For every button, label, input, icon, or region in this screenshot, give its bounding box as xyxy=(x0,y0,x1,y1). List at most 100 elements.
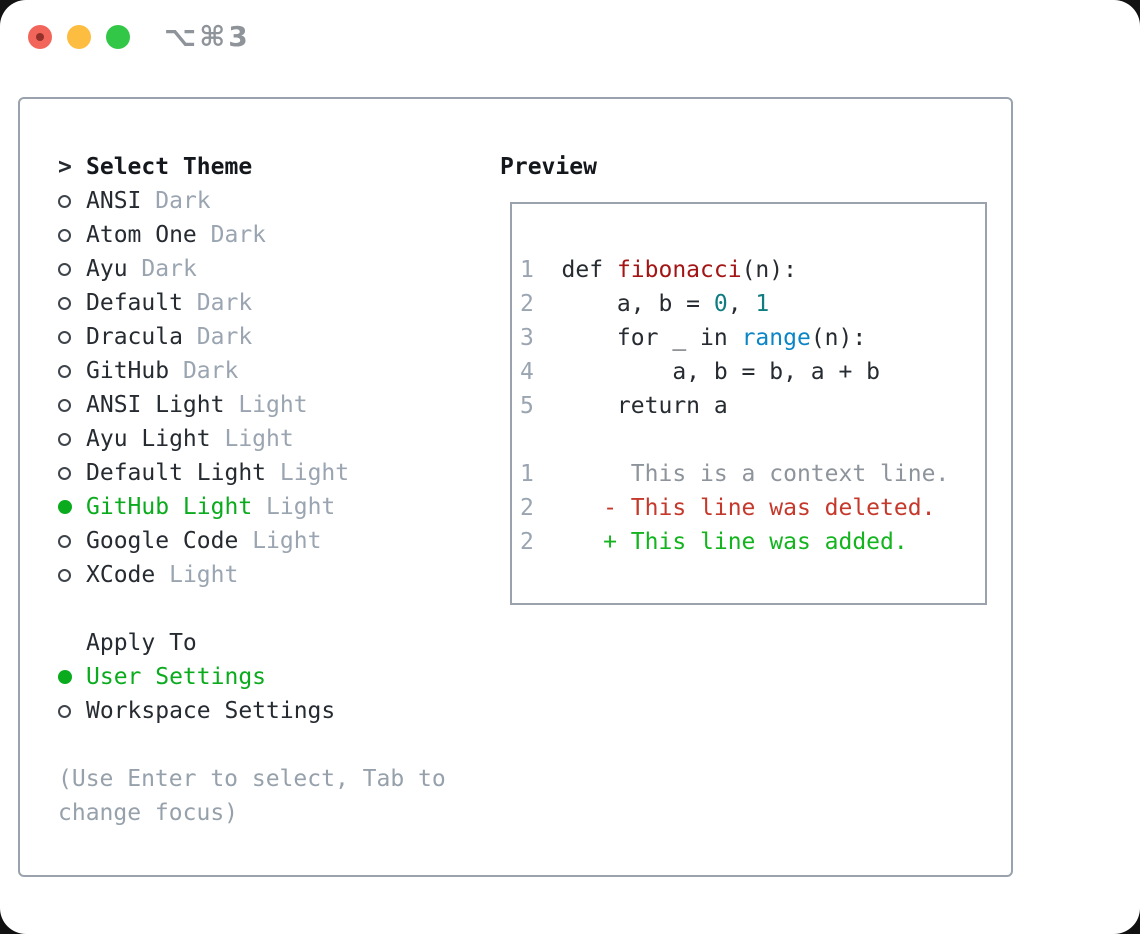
line-content: def fibonacci(n): xyxy=(534,257,797,283)
line-number: 3 xyxy=(520,325,534,351)
apply-option-label: User Settings xyxy=(86,664,267,690)
line-number: 2 xyxy=(520,495,534,521)
theme-option-google-code[interactable]: Google Code Light xyxy=(20,524,349,558)
theme-name: Dracula xyxy=(86,324,183,350)
theme-variant: Light xyxy=(252,528,322,554)
code-segment-func: fibonacci xyxy=(616,257,742,283)
theme-name: Default xyxy=(86,290,183,316)
code-segment-code: def xyxy=(533,257,617,283)
theme-variant: Dark xyxy=(210,222,267,248)
theme-option-dracula[interactable]: Dracula Dark xyxy=(20,320,349,354)
code-segment-builtin: range xyxy=(741,325,811,351)
code-segment-del: - This line was deleted. xyxy=(533,495,936,521)
line-number: 5 xyxy=(520,393,534,419)
code-segment-ctx: This is a context line. xyxy=(533,461,950,487)
theme-name: GitHub Light xyxy=(86,494,253,520)
theme-option-xcode[interactable]: XCode Light xyxy=(20,558,349,592)
minimize-button[interactable] xyxy=(67,25,91,49)
code-segment-code: return a xyxy=(533,393,728,419)
line-number: 4 xyxy=(520,359,534,385)
close-button[interactable] xyxy=(28,25,52,49)
radio-icon xyxy=(58,500,72,514)
theme-variant: Light xyxy=(238,392,308,418)
theme-name: Atom One xyxy=(86,222,197,248)
window-title: ⌥⌘3 xyxy=(164,20,251,53)
theme-name: Default Light xyxy=(86,460,267,486)
radio-icon xyxy=(58,704,71,718)
code-segment-code: , xyxy=(727,291,756,317)
theme-name: Ayu xyxy=(86,256,128,282)
apply-to-heading: Apply To xyxy=(86,630,197,656)
preview-line: 5 return a xyxy=(520,389,979,423)
radio-icon xyxy=(58,466,71,480)
theme-option-ansi-light[interactable]: ANSI Light Light xyxy=(20,388,349,422)
radio-icon xyxy=(58,432,71,446)
radio-icon xyxy=(58,228,71,242)
theme-option-github[interactable]: GitHub Dark xyxy=(20,354,349,388)
theme-variant: Dark xyxy=(196,324,253,350)
theme-variant: Dark xyxy=(196,290,253,316)
theme-name: XCode xyxy=(86,562,156,588)
theme-name: Google Code xyxy=(86,528,239,554)
code-segment-num: 0 xyxy=(713,291,728,317)
code-segment-num: 1 xyxy=(755,291,770,317)
radio-icon xyxy=(58,398,71,412)
theme-option-default-light[interactable]: Default Light Light xyxy=(20,456,349,490)
theme-name: Ayu Light xyxy=(86,426,211,452)
theme-name: ANSI xyxy=(86,188,142,214)
preview-line: 3 for _ in range(n): xyxy=(520,321,979,355)
apply-option-label: Workspace Settings xyxy=(86,698,336,724)
theme-variant: Light xyxy=(169,562,239,588)
theme-option-ayu-light[interactable]: Ayu Light Light xyxy=(20,422,349,456)
radio-icon xyxy=(58,296,71,310)
preview-line: 1 This is a context line. xyxy=(520,457,979,491)
theme-name: GitHub xyxy=(86,358,170,384)
keyboard-hint: (Use Enter to select, Tab to change focu… xyxy=(58,766,446,826)
theme-option-ansi[interactable]: ANSI Dark xyxy=(20,184,349,218)
code-segment-code: for _ in xyxy=(533,325,742,351)
code-segment-code: a, b = xyxy=(533,291,714,317)
line-content: return a xyxy=(534,393,728,419)
theme-option-default[interactable]: Default Dark xyxy=(20,286,349,320)
preview-line: 1 def fibonacci(n): xyxy=(520,253,979,287)
apply-option-workspace-settings[interactable]: Workspace Settings xyxy=(20,694,335,728)
preview-line: 4 a, b = b, a + b xyxy=(520,355,979,389)
theme-option-atom-one[interactable]: Atom One Dark xyxy=(20,218,349,252)
radio-icon xyxy=(58,670,72,684)
focus-caret-icon: > xyxy=(58,154,72,180)
line-content: + This line was added. xyxy=(534,529,908,555)
radio-icon xyxy=(58,568,71,582)
line-content: for _ in range(n): xyxy=(534,325,866,351)
radio-icon xyxy=(58,364,71,378)
line-number: 2 xyxy=(520,291,534,317)
theme-variant: Light xyxy=(224,426,294,452)
line-content: This is a context line. xyxy=(533,461,950,487)
preview-heading: Preview xyxy=(500,154,597,180)
code-segment-code: (n): xyxy=(810,325,867,351)
code-segment-add: + This line was added. xyxy=(533,529,908,555)
preview-line: 2 + This line was added. xyxy=(520,525,979,559)
line-content: - This line was deleted. xyxy=(533,495,936,521)
theme-list-heading: Select Theme xyxy=(86,154,253,180)
theme-variant: Dark xyxy=(182,358,239,384)
code-segment-code: a, b = b, a + b xyxy=(533,359,881,385)
zoom-button[interactable] xyxy=(106,25,130,49)
code-segment-code: (n): xyxy=(741,257,797,283)
theme-variant: Light xyxy=(266,494,336,520)
theme-variant: Dark xyxy=(155,188,211,214)
radio-icon xyxy=(58,262,71,276)
line-number: 1 xyxy=(520,257,534,283)
theme-variant: Dark xyxy=(141,256,197,282)
apply-to-header-row: Apply To xyxy=(20,626,335,660)
theme-option-ayu[interactable]: Ayu Dark xyxy=(20,252,349,286)
titlebar: ⌥⌘3 xyxy=(0,0,1140,74)
theme-name: ANSI Light xyxy=(86,392,225,418)
preview-line xyxy=(520,423,979,457)
apply-option-user-settings[interactable]: User Settings xyxy=(20,660,335,694)
theme-option-github-light[interactable]: GitHub Light Light xyxy=(20,490,349,524)
